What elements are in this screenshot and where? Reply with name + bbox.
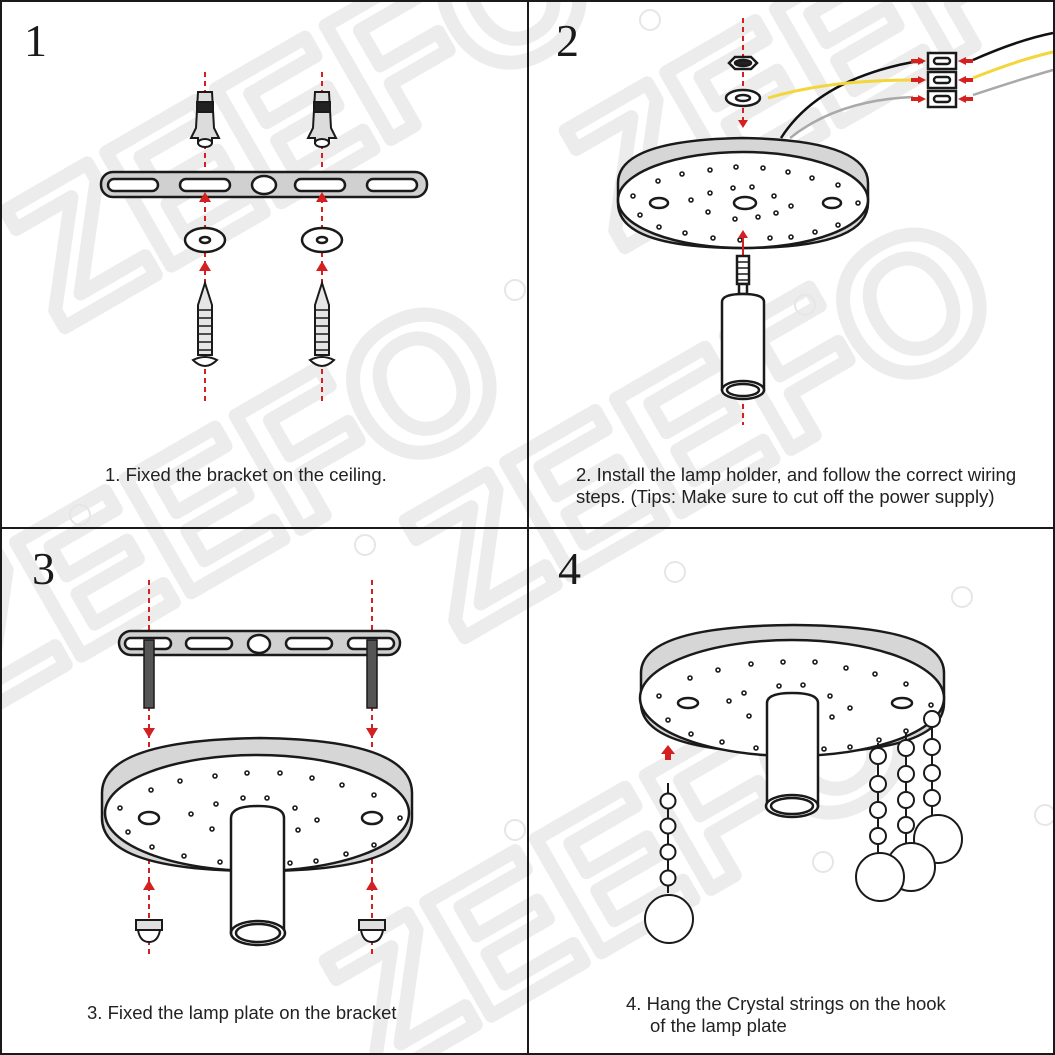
black-wire xyxy=(779,31,1054,139)
mounting-bracket-icon xyxy=(99,170,429,199)
connector-arrow-icon xyxy=(911,57,973,103)
step-caption: 1. Fixed the bracket on the ceiling. xyxy=(105,464,387,485)
up-arrow-icon xyxy=(199,192,328,271)
bracket-ceiling-illustration xyxy=(99,72,429,405)
crystal-strings-illustration xyxy=(638,623,963,944)
plate-holes xyxy=(630,164,861,243)
gray-wire xyxy=(789,68,1054,139)
step-number: 3 xyxy=(32,543,55,594)
lamp-plate-icon xyxy=(100,736,414,873)
panel-step-2: 2 xyxy=(528,0,1055,527)
lamp-plate-icon xyxy=(616,136,870,250)
step-caption: 2. Install the lamp holder, and follow t… xyxy=(576,464,1017,507)
step-number: 1 xyxy=(24,15,47,66)
up-arrow-icon xyxy=(661,745,675,760)
yellow-wire xyxy=(767,50,1054,100)
lamp-tube-icon xyxy=(764,691,820,819)
screw-icon xyxy=(191,279,336,367)
panel-step-3: 3 xyxy=(0,528,527,1055)
lamp-tube-icon xyxy=(229,804,287,947)
cap-nut-icon xyxy=(135,919,386,944)
step-caption: 4. Hang the Crystal strings on the hook … xyxy=(626,993,946,1036)
washer-icon xyxy=(183,226,344,254)
plate-holes xyxy=(656,659,934,752)
step-caption: 3. Fixed the lamp plate on the bracket xyxy=(87,1002,397,1023)
plate-holes xyxy=(117,770,403,866)
horizontal-divider xyxy=(0,527,1055,529)
threaded-rod-icon xyxy=(143,639,378,709)
terminal-connector-icon xyxy=(926,51,958,109)
step-number: 4 xyxy=(558,543,581,594)
wall-anchor-icon xyxy=(189,91,338,148)
crystal-string xyxy=(644,783,694,944)
up-arrow-icon xyxy=(143,880,378,890)
crystal-string xyxy=(855,743,905,902)
panel-step-4: 4 xyxy=(528,528,1055,1055)
washer-icon xyxy=(724,88,762,108)
lamp-plate-bracket-illustration xyxy=(100,580,414,958)
hex-nut-icon xyxy=(727,55,759,71)
lamp-holder-icon xyxy=(720,254,766,401)
down-arrow-icon xyxy=(143,728,378,738)
lamp-holder-wiring-illustration xyxy=(616,18,1054,425)
mounting-bracket-icon xyxy=(117,629,402,657)
panel-step-1: 1 xyxy=(0,0,527,527)
step-number: 2 xyxy=(556,15,579,66)
